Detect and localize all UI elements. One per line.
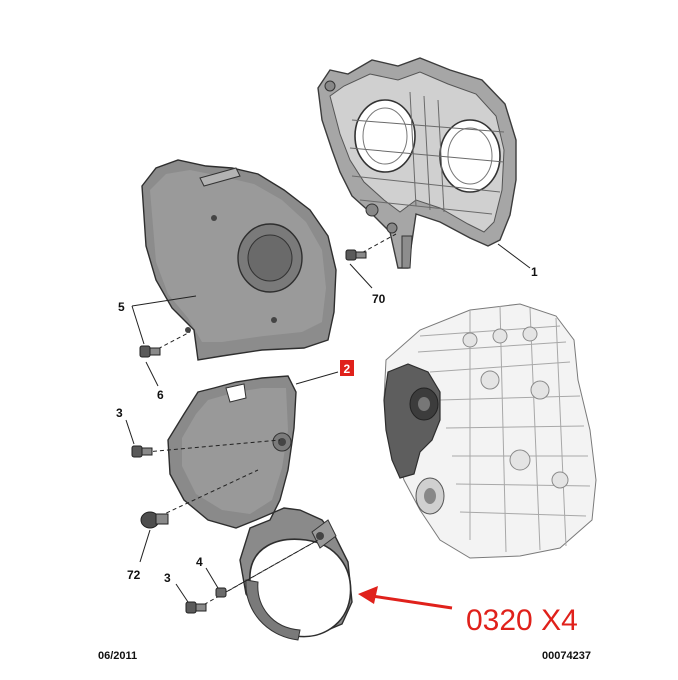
upper-timing-cover [141,159,337,361]
callout-3-lower: 3 [164,571,171,585]
footer-ref-number: 00074237 [542,650,591,662]
callout-2-badge: 2 [340,360,354,376]
callout-6: 6 [157,388,164,402]
washer-4 [215,539,319,598]
rear-timing-cover [317,57,517,269]
callout-72: 72 [127,568,141,582]
lower-timing-cover [167,375,353,641]
callout-4: 4 [196,555,203,569]
callout-2: 2 [344,362,351,376]
callout-3-upper: 3 [116,406,123,420]
footer-date: 06/2011 [98,650,137,662]
engine-illustration [383,303,597,559]
quantity-annotation: 0320 X4 [466,604,578,637]
callout-1: 1 [531,265,538,279]
callout-5: 5 [118,300,125,314]
screw-72 [140,469,259,529]
screw-3-upper [131,439,281,458]
callout-70: 70 [372,292,386,306]
screw-6 [139,331,191,358]
screw-70 [345,233,397,261]
red-arrow [358,586,453,610]
leader-lines [125,243,531,603]
